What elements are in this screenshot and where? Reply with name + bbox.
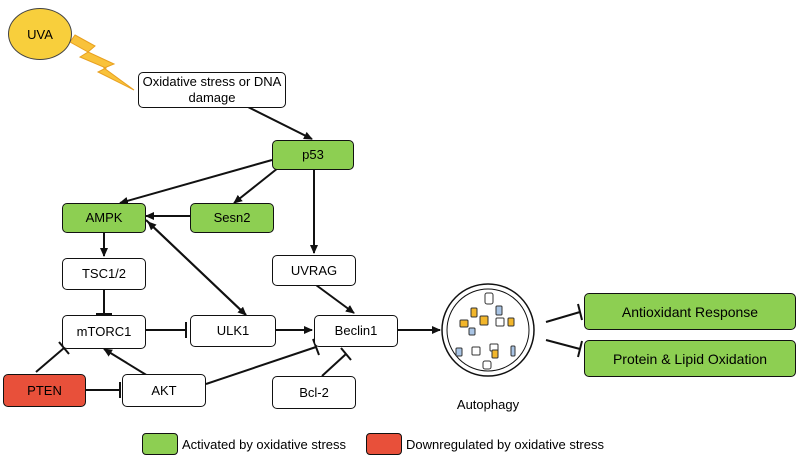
legend-activated-swatch xyxy=(142,433,178,455)
inhibit-pten-mtorc1 xyxy=(35,347,65,373)
tsc-node: TSC1/2 xyxy=(62,258,146,290)
bcl2-node: Bcl-2 xyxy=(272,376,356,409)
p53-node: p53 xyxy=(272,140,354,170)
beclin1-node: Beclin1 xyxy=(314,315,398,347)
sesn2-node: Sesn2 xyxy=(190,203,274,233)
uvrag-node: UVRAG xyxy=(272,255,356,286)
arrow-akt-mtorc1 xyxy=(103,348,149,377)
lightning-icon xyxy=(69,34,135,91)
arrow-p53-sesn2 xyxy=(233,167,279,204)
arrow-stress-p53 xyxy=(247,106,313,140)
arrow-ulk1-ampk xyxy=(147,221,247,316)
autophagosome-inner xyxy=(446,288,530,372)
protein-lipid-oxidation-node: Protein & Lipid Oxidation xyxy=(584,340,796,377)
inhibit-akt-beclin1 xyxy=(205,346,317,385)
autophagy-label: Autophagy xyxy=(456,397,520,412)
inhibit-autophagy-antioxidant xyxy=(545,311,581,323)
inhibit-autophagy-oxidation xyxy=(545,339,581,350)
ampk-node: AMPK xyxy=(62,203,146,233)
oxidative-stress-node: Oxidative stress or DNA damage xyxy=(138,72,286,108)
ulk1-node: ULK1 xyxy=(190,315,276,347)
legend-downregulated-label: Downregulated by oxidative stress xyxy=(406,437,604,452)
arrow-p53-ampk xyxy=(119,159,273,205)
antioxidant-response-node: Antioxidant Response xyxy=(584,293,796,330)
arrow-uvrag-beclin1 xyxy=(315,284,355,314)
mtorc1-node: mTORC1 xyxy=(62,315,146,349)
pten-node: PTEN xyxy=(3,374,86,407)
akt-node: AKT xyxy=(122,374,206,407)
uva-node: UVA xyxy=(8,8,72,60)
vesicle-contents xyxy=(455,292,516,370)
legend-downregulated-swatch xyxy=(366,433,402,455)
inhibit-bcl2-beclin1 xyxy=(321,353,347,377)
legend-activated-label: Activated by oxidative stress xyxy=(182,437,347,452)
